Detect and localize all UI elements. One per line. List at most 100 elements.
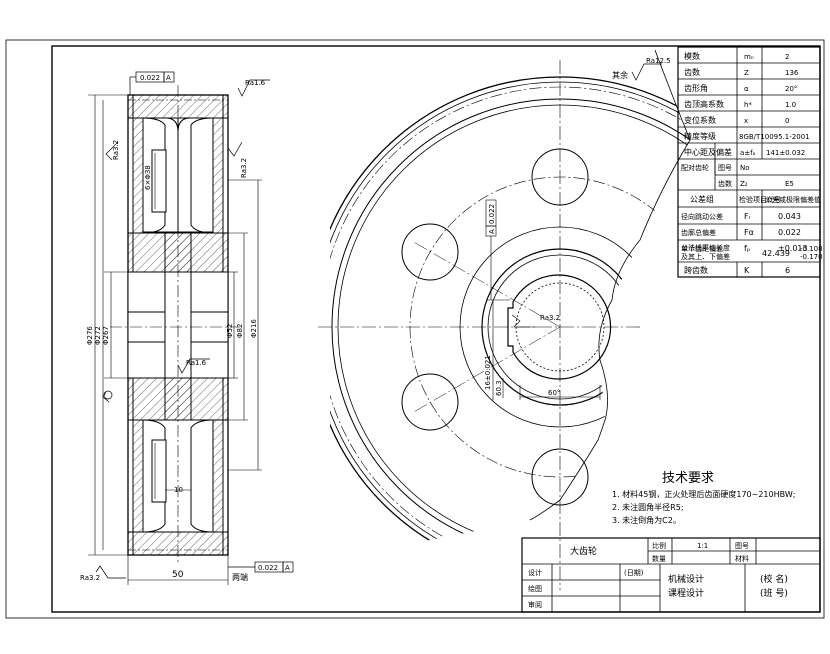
notes-item-3: 3. 未注倒角为C2。 bbox=[612, 515, 681, 525]
ra-right-mid: Ra3.2 bbox=[240, 158, 248, 178]
param-symbol: α bbox=[744, 85, 749, 93]
param-label: 中心距及偏差 bbox=[684, 147, 732, 157]
title-block bbox=[521, 537, 821, 613]
param-symbol: x bbox=[744, 117, 748, 125]
scale-label: 比例 bbox=[652, 541, 666, 550]
param-symbol: mₙ bbox=[744, 53, 754, 61]
keyway-width: 16±0.021 bbox=[484, 355, 492, 390]
drawing-no-label: 图号 bbox=[735, 542, 749, 550]
param-value: 8GB/T10095.1-2001 bbox=[739, 133, 810, 141]
two-ends-label: 两端 bbox=[232, 572, 248, 582]
ra-rest: Ra12.5 bbox=[646, 57, 671, 65]
notes-title: 技术要求 bbox=[662, 471, 714, 486]
dim-10: 10 bbox=[174, 486, 183, 494]
span-label-1: 公法线平均长度 bbox=[681, 243, 730, 252]
span-teeth-label: 跨齿数 bbox=[684, 265, 708, 275]
tol-row-label: 齿廓总偏差 bbox=[681, 228, 716, 237]
ra-key: Ra3.2 bbox=[540, 314, 560, 322]
left-dimension-texts: Φ276 Φ272 Φ267 Φ82 Φ52 Φ216 6×Φ38 10 50 … bbox=[86, 165, 258, 582]
ra-web: Ra1.6 bbox=[186, 359, 207, 367]
param-value: 1.0 bbox=[785, 101, 796, 109]
title-block-texts: 大齿轮 比例 1:1 图号 数量 材料 设计 (日期) 绘图 审阅 机械设计 课… bbox=[528, 541, 788, 609]
check-label: 绘图 bbox=[528, 584, 542, 593]
tolerance-col1: 检验项目代号 bbox=[739, 195, 781, 204]
front-dimensions bbox=[485, 199, 601, 400]
review-label: 审阅 bbox=[528, 600, 542, 609]
runout-top-value: 0.022 bbox=[140, 74, 160, 82]
ra-bottom-left: Ra3.2 bbox=[80, 574, 100, 582]
mating-r1-symbol: No bbox=[740, 164, 750, 172]
tol-row-symbol: Fᵣ bbox=[744, 212, 752, 221]
roughness-texts-left: Ra1.6 Ra3.2 Ra3.2 Ra1.6 Ra3.2 bbox=[80, 79, 266, 582]
param-value: 141±0.032 bbox=[766, 149, 805, 157]
tol-row-label: 单个齿距偏差 bbox=[681, 244, 723, 253]
param-label: 齿顶高系数 bbox=[684, 99, 724, 109]
param-value: 2 bbox=[785, 53, 789, 61]
material-label: 材料 bbox=[735, 554, 749, 563]
param-label: 模数 bbox=[684, 51, 700, 61]
tol-row-value: ±0.013 bbox=[778, 244, 808, 253]
keyway-angle: 60° bbox=[548, 389, 560, 397]
dim-da: Φ276 bbox=[86, 326, 94, 345]
param-label: 变位系数 bbox=[684, 115, 716, 125]
dim-width: 50 bbox=[172, 570, 184, 580]
span-teeth-symbol: K bbox=[744, 266, 750, 275]
mating-r2-value: E5 bbox=[785, 180, 794, 188]
tol-row-symbol: fₚ bbox=[744, 244, 750, 253]
runout-frame-bottom: 0.022 A bbox=[228, 561, 294, 573]
runout-frame-top: 0.022 A bbox=[129, 71, 175, 95]
dim-rim: Φ216 bbox=[250, 319, 258, 338]
design-label: 设计 bbox=[528, 568, 542, 577]
keyway-depth: 60.3 bbox=[495, 380, 503, 396]
mating-r2-label: 齿数 bbox=[718, 179, 732, 188]
runout-bottom-value: 0.022 bbox=[258, 564, 278, 572]
span-value: 42.439 bbox=[762, 249, 790, 258]
span-lower-dev: -0.170 bbox=[800, 253, 823, 261]
mating-r1-label: 图号 bbox=[718, 164, 732, 172]
runout-bottom-datum: A bbox=[285, 564, 290, 572]
param-label: 齿形角 bbox=[684, 83, 708, 93]
mating-label: 配对齿轮 bbox=[681, 163, 709, 172]
school-name: (校 名) bbox=[760, 573, 788, 585]
roughness-marks-left bbox=[95, 79, 270, 579]
param-value: 0 bbox=[785, 117, 789, 125]
date-label: (日期) bbox=[624, 569, 644, 577]
span-label-2: 及其上、下偏差 bbox=[681, 252, 730, 261]
tolerance-col2: 公差或极限偏差值 bbox=[765, 195, 821, 204]
ra-right-top: Ra1.6 bbox=[245, 79, 266, 87]
rest-roughness: 其余 Ra12.5 bbox=[612, 57, 671, 81]
param-label: 齿数 bbox=[684, 67, 700, 77]
qty-label: 数量 bbox=[652, 554, 666, 563]
parameter-table bbox=[677, 46, 821, 278]
span-upper-dev: -0.108 bbox=[800, 245, 823, 253]
dim-hub: Φ82 bbox=[236, 324, 244, 338]
rest-label: 其余 bbox=[612, 70, 628, 80]
scale-value: 1:1 bbox=[697, 542, 708, 550]
tol-row-label: 径向跳动公差 bbox=[681, 212, 723, 221]
notes-item-1: 1. 材料45钢，正火处理后齿面硬度170~210HBW; bbox=[612, 489, 795, 499]
dim-df: Φ267 bbox=[102, 326, 110, 345]
section-view bbox=[110, 85, 240, 565]
param-symbol: h* bbox=[744, 101, 752, 109]
param-symbol: a±fₐ bbox=[740, 149, 756, 157]
outer-border bbox=[5, 39, 825, 619]
param-symbol: Z bbox=[744, 69, 749, 77]
front-tol-value: 0.022 bbox=[488, 204, 496, 224]
front-dimension-texts: 16±0.021 60.3 60° Ra3.2 0.022 A bbox=[484, 204, 560, 397]
span-teeth-value: 6 bbox=[785, 266, 790, 275]
course-line-2: 课程设计 bbox=[668, 587, 704, 599]
dim-bore: Φ52 bbox=[226, 324, 234, 338]
dim-web-holes: 6×Φ38 bbox=[144, 165, 152, 190]
runout-top-datum: A bbox=[166, 74, 171, 82]
tolerance-label: 公差组 bbox=[690, 194, 714, 204]
notes-item-2: 2. 未注圆角半径R5; bbox=[612, 502, 684, 512]
inner-border bbox=[51, 45, 821, 613]
dim-d: Φ272 bbox=[94, 326, 102, 345]
part-name: 大齿轮 bbox=[570, 545, 597, 557]
tol-row-value: 0.043 bbox=[778, 212, 801, 221]
front-view bbox=[318, 49, 691, 590]
param-label: 精度等级 bbox=[684, 131, 716, 141]
param-value: 136 bbox=[785, 69, 799, 77]
front-tol-datum: A bbox=[488, 229, 496, 234]
